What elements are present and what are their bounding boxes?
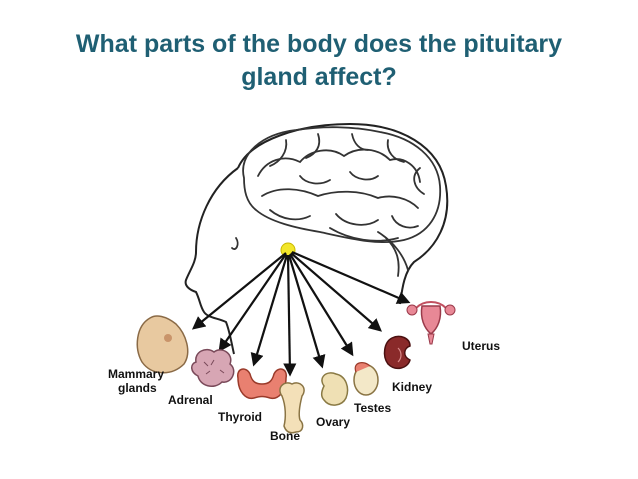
label-thyroid: Thyroid <box>218 410 262 424</box>
label-uterus: Uterus <box>462 339 500 353</box>
arrow-to-kidney <box>290 252 382 332</box>
title-line-2: gland affect? <box>241 63 397 91</box>
arrow-to-uterus <box>291 250 411 304</box>
thyroid-icon <box>237 368 287 400</box>
arrow-to-thyroid <box>250 254 289 367</box>
arrow-to-testes <box>289 253 354 357</box>
arrow-to-mammary <box>191 252 287 330</box>
label-kidney: Kidney <box>392 380 432 394</box>
title-line-1: What parts of the body does the pituitar… <box>75 30 563 58</box>
label-mammary: Mammary <box>108 367 164 381</box>
arrow-to-adrenal <box>218 253 287 353</box>
arrow-to-ovary <box>287 254 326 369</box>
uterus-icon <box>406 301 456 345</box>
arrows <box>191 250 411 377</box>
mammary-gland-icon <box>136 315 189 374</box>
testes-icon <box>353 362 379 396</box>
labels: Mammary glands Adrenal Thyroid Bone Ovar… <box>108 339 500 443</box>
label-glands: glands <box>118 381 157 395</box>
bone-icon <box>279 382 305 434</box>
adrenal-icon <box>191 348 235 387</box>
brain <box>231 126 441 277</box>
slide-title: What parts of the body does the pituitar… <box>0 28 638 94</box>
label-testes: Testes <box>354 401 391 415</box>
kidney-icon <box>383 335 411 370</box>
arrow-to-bone <box>283 254 297 377</box>
ovary-icon <box>320 372 349 406</box>
label-adrenal: Adrenal <box>168 393 213 407</box>
label-ovary: Ovary <box>316 415 350 429</box>
label-bone: Bone <box>270 429 300 443</box>
